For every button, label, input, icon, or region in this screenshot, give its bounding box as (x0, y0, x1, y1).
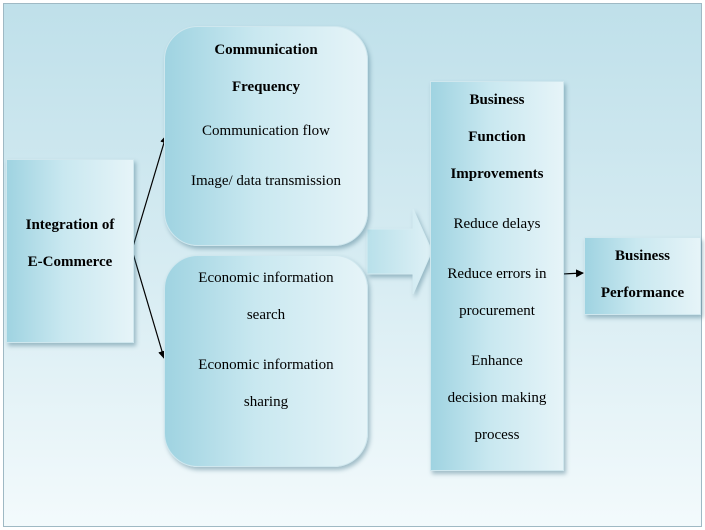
arrow-to-economic (131, 249, 166, 359)
performance-label-line1: Business (614, 248, 671, 264)
communication-item-flow: Communication flow (202, 123, 330, 139)
function-item-errors-line2: procurement (459, 303, 535, 319)
function-item-decision-line1: Enhance (471, 353, 523, 369)
economic-item-search-line1: Economic information (198, 270, 334, 286)
performance-label-line2: Performance (600, 285, 685, 301)
function-title-line3: Improvements (450, 166, 544, 182)
function-title-line1: Business (469, 92, 525, 108)
communication-title-line2: Frequency (231, 79, 301, 95)
economic-item-search-line2: search (246, 307, 286, 323)
function-item-errors-line1: Reduce errors in (447, 266, 547, 282)
integration-label-line1: Integration of (25, 217, 115, 233)
integration-box: Integration of E-Commerce (6, 159, 134, 343)
integration-label-line2: E-Commerce (27, 254, 113, 270)
function-item-decision-line3: process (474, 427, 520, 443)
economic-item-sharing-line2: sharing (243, 394, 289, 410)
communication-title-line1: Communication (214, 42, 318, 58)
communication-frequency-box: Communication Frequency Communication fl… (164, 26, 368, 246)
arrow-to-communication (131, 135, 168, 251)
business-performance-box: Business Performance (584, 237, 701, 315)
function-title-line2: Function (468, 129, 526, 145)
function-item-decision-line2: decision making (447, 390, 547, 406)
block-arrow-to-function (366, 208, 433, 295)
business-function-improvements-box: Business Function Improvements Reduce de… (430, 81, 564, 471)
economic-item-sharing-line1: Economic information (198, 357, 334, 373)
function-item-delays: Reduce delays (453, 216, 541, 232)
arrow-to-performance (561, 269, 584, 278)
economic-information-box: Economic information search Economic inf… (164, 255, 368, 467)
communication-item-transmission: Image/ data transmission (191, 173, 341, 189)
